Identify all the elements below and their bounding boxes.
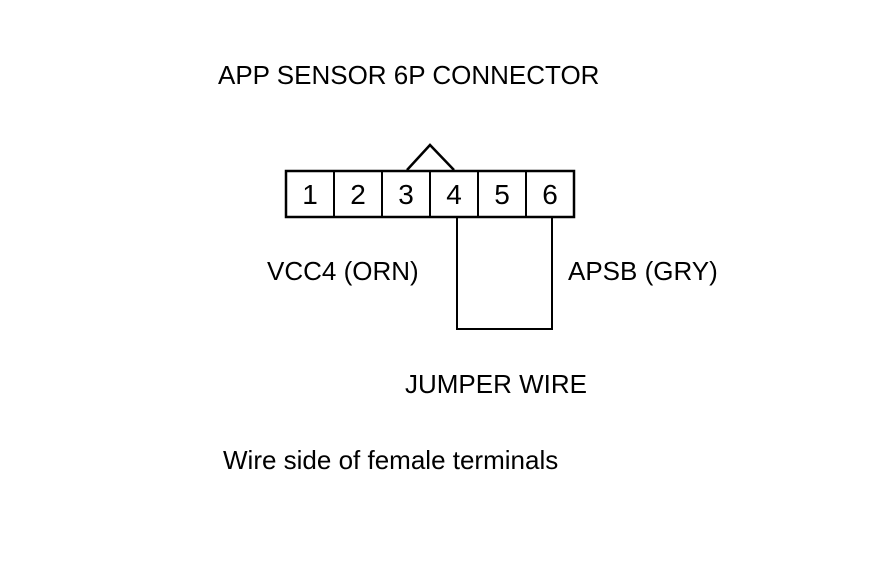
right-wire-label: APSB (GRY) <box>568 256 718 286</box>
jumper-wire <box>456 217 553 330</box>
pin-number-4: 4 <box>446 179 462 210</box>
pin-number-3: 3 <box>398 179 414 210</box>
connector-pin-cells: 1 2 3 4 5 6 <box>302 171 558 217</box>
pin-number-1: 1 <box>302 179 318 210</box>
diagram-title: APP SENSOR 6P CONNECTOR <box>218 60 600 90</box>
pin-number-5: 5 <box>494 179 510 210</box>
connector-lock-tab <box>406 143 455 171</box>
terminal-side-note: Wire side of female terminals <box>223 445 559 475</box>
pin-number-6: 6 <box>542 179 558 210</box>
jumper-wire-label: JUMPER WIRE <box>405 369 587 399</box>
pin-number-2: 2 <box>350 179 366 210</box>
left-wire-label: VCC4 (ORN) <box>267 256 419 286</box>
